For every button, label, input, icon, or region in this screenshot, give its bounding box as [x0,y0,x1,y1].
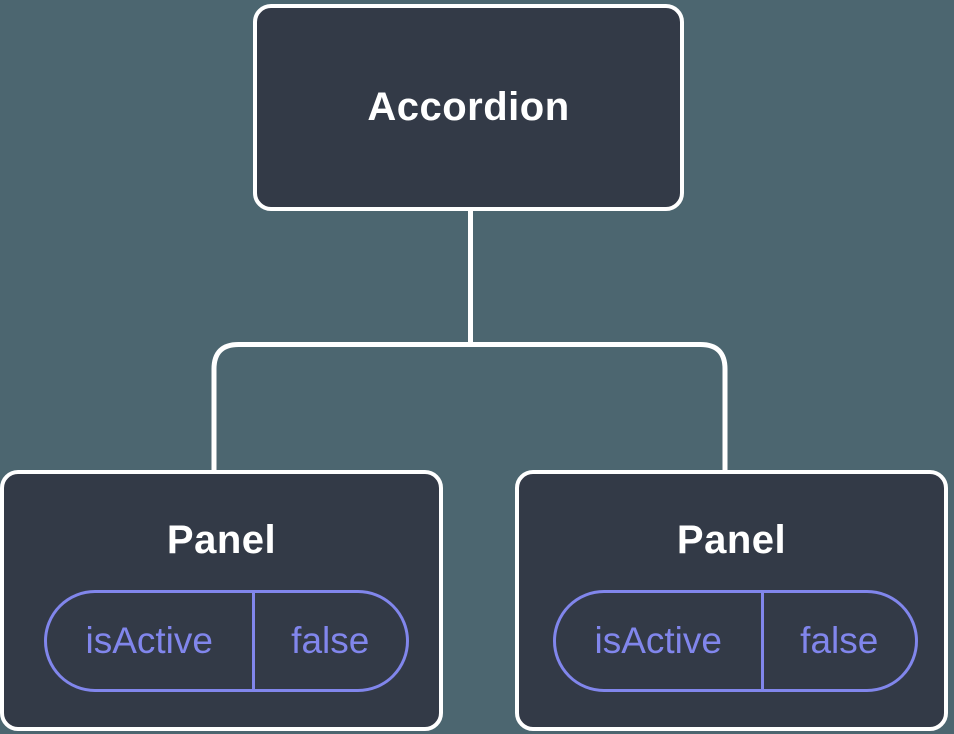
panel-node-left: Panel isActive false [0,470,443,731]
accordion-node: Accordion [253,4,684,211]
accordion-node-label: Accordion [367,85,570,129]
state-value: false [291,620,370,661]
panel-node-right: Panel isActive false [515,470,948,731]
state-key: isActive [556,593,764,689]
state-pill: isActive false [553,590,918,692]
connector-bracket [211,342,728,472]
state-value: false [800,620,879,661]
state-pill: isActive false [44,590,409,692]
panel-node-label: Panel [676,518,787,562]
state-key: isActive [47,593,255,689]
panel-node-label: Panel [166,518,277,562]
